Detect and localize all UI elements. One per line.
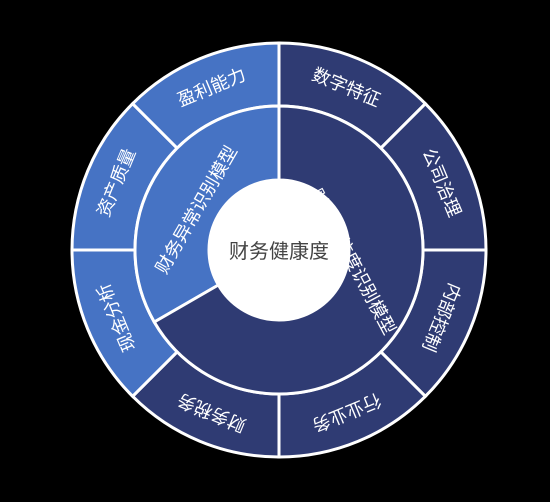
- center-circle: [209, 180, 349, 320]
- center-label: 财务健康度: [229, 239, 329, 263]
